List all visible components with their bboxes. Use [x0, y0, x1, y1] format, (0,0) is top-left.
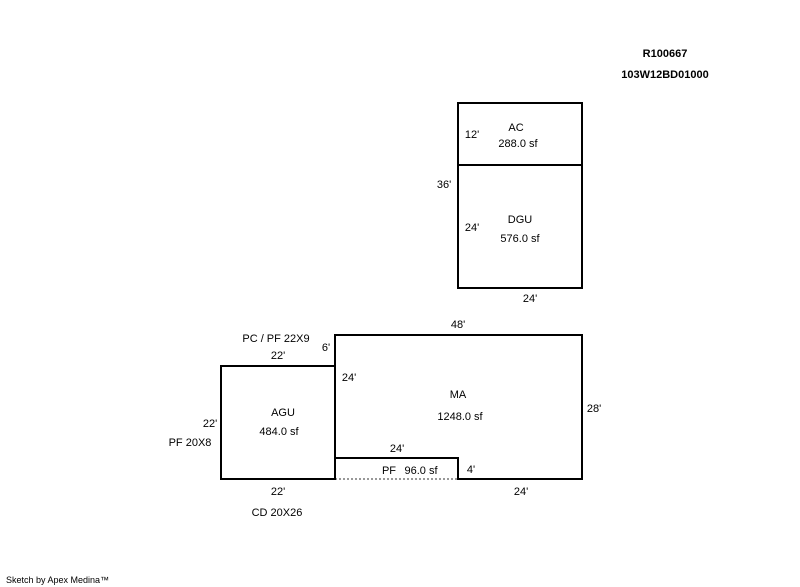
ma-label: MA	[450, 389, 467, 401]
agu-top-dim: 22'	[271, 350, 285, 362]
ma-left-upper-dim: 6'	[322, 342, 330, 354]
garage-width-dim: 24'	[523, 293, 537, 305]
pc-pf-note: PC / PF 22X9	[242, 333, 309, 345]
ma-top-dim: 48'	[451, 319, 465, 331]
cd-note: CD 20X26	[252, 507, 303, 519]
ma-right-dim: 28'	[587, 403, 601, 415]
agu-left-dim: 22'	[203, 418, 217, 430]
pf-top-dim: 24'	[390, 443, 404, 455]
ma-area: 1248.0 sf	[437, 411, 483, 423]
ma-bottom-right-dim: 24'	[514, 486, 528, 498]
ma-room-outline	[334, 334, 583, 480]
dgu-height-dim: 24'	[465, 222, 479, 234]
ac-area: 288.0 sf	[498, 138, 538, 150]
agu-bottom-dim: 22'	[271, 486, 285, 498]
ac-height-dim: 12'	[465, 129, 479, 141]
pf-right-dim: 4'	[467, 464, 475, 476]
dgu-label: DGU	[508, 214, 533, 226]
map-number: 103W12BD01000	[621, 69, 708, 81]
ac-label: AC	[508, 122, 523, 134]
garage-total-height-dim: 36'	[437, 179, 451, 191]
agu-room-outline	[220, 365, 336, 480]
pf-label: PF	[382, 465, 396, 477]
agu-area: 484.0 sf	[259, 426, 299, 438]
pf-note: PF 20X8	[169, 437, 212, 449]
pf-area: 96.0 sf	[404, 465, 438, 477]
sketch-credit: Sketch by Apex Medina™	[6, 575, 109, 585]
ma-left-lower-dim: 24'	[342, 372, 356, 384]
parcel-id: R100667	[643, 48, 688, 60]
dgu-room-outline	[457, 164, 583, 289]
agu-label: AGU	[271, 407, 295, 419]
dgu-area: 576.0 sf	[500, 233, 540, 245]
